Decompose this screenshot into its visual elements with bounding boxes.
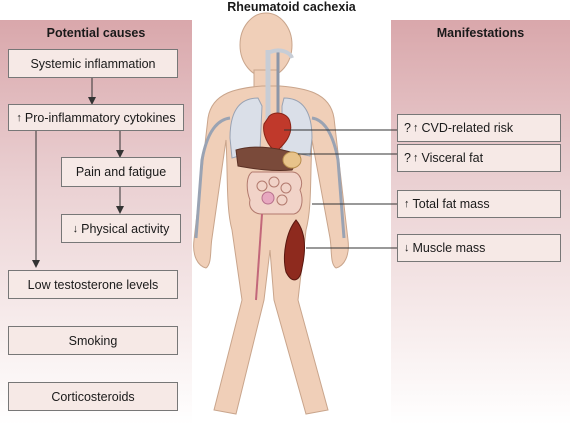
manifestation-leader-lines <box>284 129 397 249</box>
manifestations-panel: Manifestations <box>391 20 570 425</box>
uncertain-icon: ? <box>404 151 411 165</box>
muscle-mass-label: Muscle mass <box>412 241 486 255</box>
down-arrow-icon: ↓ <box>72 222 79 235</box>
smoking-label: Smoking <box>68 333 118 348</box>
smoking-box: Smoking <box>8 326 178 355</box>
heart <box>263 112 292 153</box>
manifestations-heading: Manifestations <box>436 26 525 40</box>
systemic-inflammation-box: Systemic inflammation <box>8 49 178 78</box>
stomach <box>282 151 302 169</box>
physical-activity-label: Physical activity <box>81 221 170 236</box>
muscle-mass-box: ↓ Muscle mass <box>397 234 561 262</box>
cytokines-label: Pro-inflammatory cytokines <box>24 110 176 125</box>
visceral-fat-label: Visceral fat <box>421 151 484 165</box>
up-arrow-icon: ↑ <box>412 152 419 164</box>
physical-activity-box: ↓ Physical activity <box>61 214 181 243</box>
systemic-inflammation-label: Systemic inflammation <box>30 56 156 71</box>
corticosteroids-label: Corticosteroids <box>51 389 135 404</box>
up-arrow-icon: ↑ <box>404 198 410 210</box>
total-fat-mass-box: ↑ Total fat mass <box>397 190 561 218</box>
causes-heading: Potential causes <box>46 26 146 40</box>
corticosteroids-box: Corticosteroids <box>8 382 178 411</box>
cvd-risk-box: ? ↑ CVD-related risk <box>397 114 561 142</box>
thigh-muscle <box>283 219 305 281</box>
testosterone-box: Low testosterone levels <box>8 270 178 299</box>
up-arrow-icon: ↑ <box>412 122 419 134</box>
cause-flow-arrows <box>32 78 124 268</box>
pain-fatigue-box: Pain and fatigue <box>61 157 181 187</box>
cvd-risk-label: CVD-related risk <box>421 121 514 135</box>
testosterone-label: Low testosterone levels <box>27 277 159 292</box>
up-arrow-icon: ↑ <box>16 111 22 124</box>
uncertain-icon: ? <box>404 121 411 135</box>
diagram-title: Rheumatoid cachexia <box>227 0 356 14</box>
down-arrow-icon: ↓ <box>404 242 410 254</box>
intestines <box>246 171 303 215</box>
pain-fatigue-label: Pain and fatigue <box>75 165 167 179</box>
visceral-fat-box: ? ↑ Visceral fat <box>397 144 561 172</box>
cytokines-box: ↑ Pro-inflammatory cytokines <box>8 104 184 131</box>
total-fat-mass-label: Total fat mass <box>412 197 490 211</box>
